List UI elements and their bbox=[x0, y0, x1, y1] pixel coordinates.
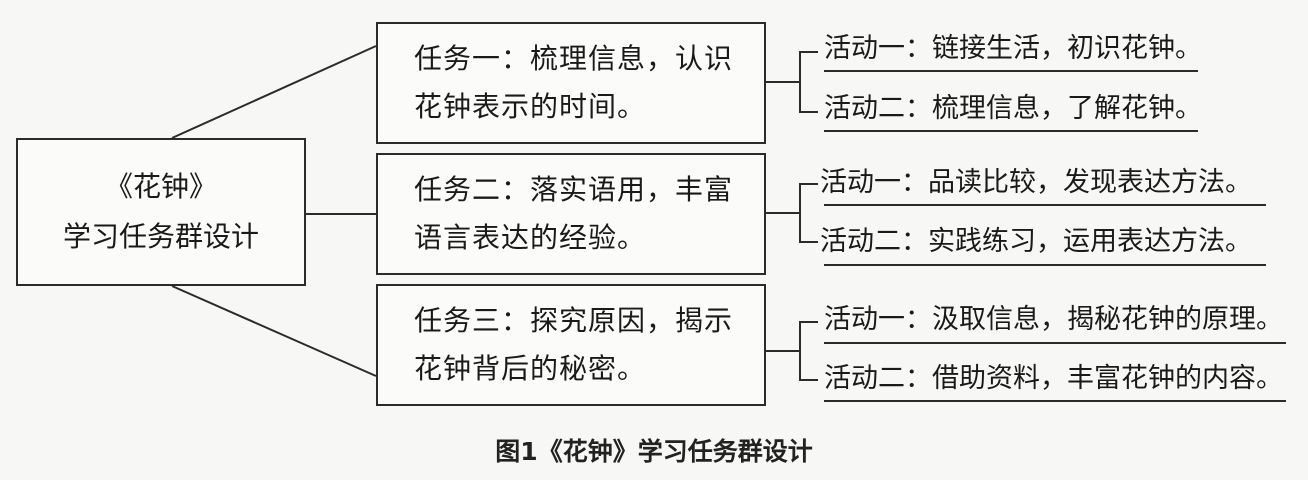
task-node-3: 任务三：探究原因，揭示 花钟背后的秘密。 bbox=[376, 284, 766, 406]
task-2-activity-2-underline bbox=[824, 264, 1266, 266]
task-1-line2: 花钟表示的时间。 bbox=[414, 90, 647, 123]
task-1-activity-1-underline bbox=[824, 70, 1198, 72]
connector-task1-bracket bbox=[799, 51, 818, 113]
task-3-line2: 花钟背后的秘密。 bbox=[414, 352, 647, 385]
task-2-line1: 任务二：落实语用，丰富 bbox=[414, 173, 734, 206]
figure-caption: 图1《花钟》学习任务群设计 bbox=[495, 437, 813, 466]
task-2-activity-1: 活动一：品读比较，发现表达方法。 bbox=[820, 167, 1252, 198]
task-3-activity-2-underline bbox=[824, 400, 1286, 402]
task-1-line1: 任务一：梳理信息，认识 bbox=[414, 42, 734, 75]
task-3-activity-2: 活动二：借助资料，丰富花钟的内容。 bbox=[824, 363, 1283, 394]
task-2-activity-2: 活动二：实践练习，运用表达方法。 bbox=[820, 226, 1252, 257]
task-3-line1: 任务三：探究原因，揭示 bbox=[414, 304, 734, 337]
root-subtitle: 学习任务群设计 bbox=[62, 220, 259, 253]
connector-task3-bracket bbox=[799, 321, 818, 381]
task-node-2: 任务二：落实语用，丰富 语言表达的经验。 bbox=[376, 153, 766, 275]
task-3-activity-1: 活动一：汲取信息，揭秘花钟的原理。 bbox=[824, 304, 1283, 335]
task-2-activity-1-underline bbox=[824, 204, 1266, 206]
root-node: 《花钟》 学习任务群设计 bbox=[16, 138, 306, 286]
task-1-activity-1: 活动一：链接生活，初识花钟。 bbox=[824, 33, 1202, 64]
task-1-activity-2-underline bbox=[824, 130, 1198, 132]
task-3-activity-1-underline bbox=[824, 342, 1286, 344]
connector-root-task1 bbox=[171, 45, 377, 139]
connector-root-task3 bbox=[171, 285, 377, 377]
task-node-1: 任务一：梳理信息，认识 花钟表示的时间。 bbox=[376, 22, 766, 144]
task-1-activity-2: 活动二：梳理信息，了解花钟。 bbox=[824, 93, 1202, 124]
root-title: 《花钟》 bbox=[104, 170, 217, 203]
task-2-line2: 语言表达的经验。 bbox=[414, 221, 647, 254]
connector-task2-bracket bbox=[799, 183, 818, 243]
